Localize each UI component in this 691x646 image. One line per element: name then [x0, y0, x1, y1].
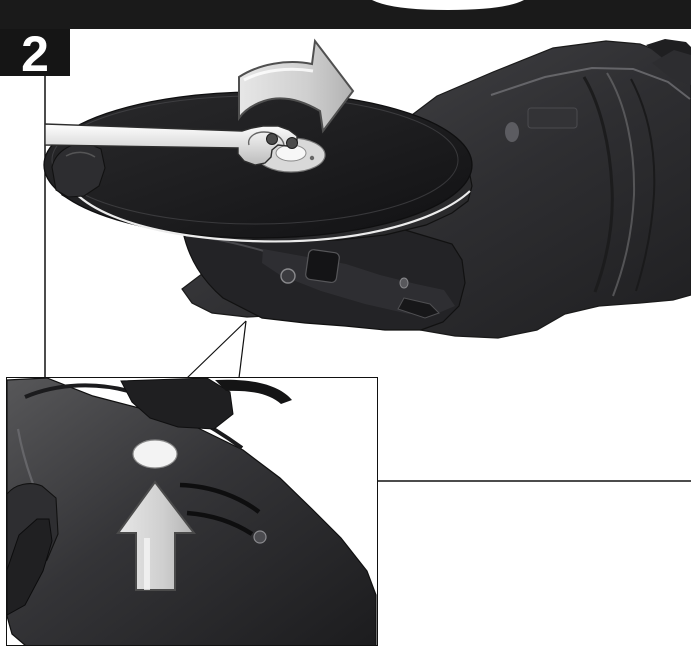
spindle-lock-slot	[305, 249, 340, 283]
leader-line-right	[239, 321, 246, 378]
housing-screw	[281, 269, 295, 283]
spindle-lock-button	[133, 440, 177, 468]
body-vent	[505, 122, 519, 142]
body-label-plate	[528, 108, 577, 128]
inset-screw	[254, 531, 266, 543]
inset-detail	[7, 378, 377, 646]
header-notch	[372, 0, 524, 10]
housing-screw-small	[400, 278, 408, 288]
leader-line-left	[187, 321, 246, 378]
flange-hole-right	[310, 156, 314, 160]
wrench-pin-left	[267, 134, 278, 145]
wrench-pin-right	[287, 138, 298, 149]
